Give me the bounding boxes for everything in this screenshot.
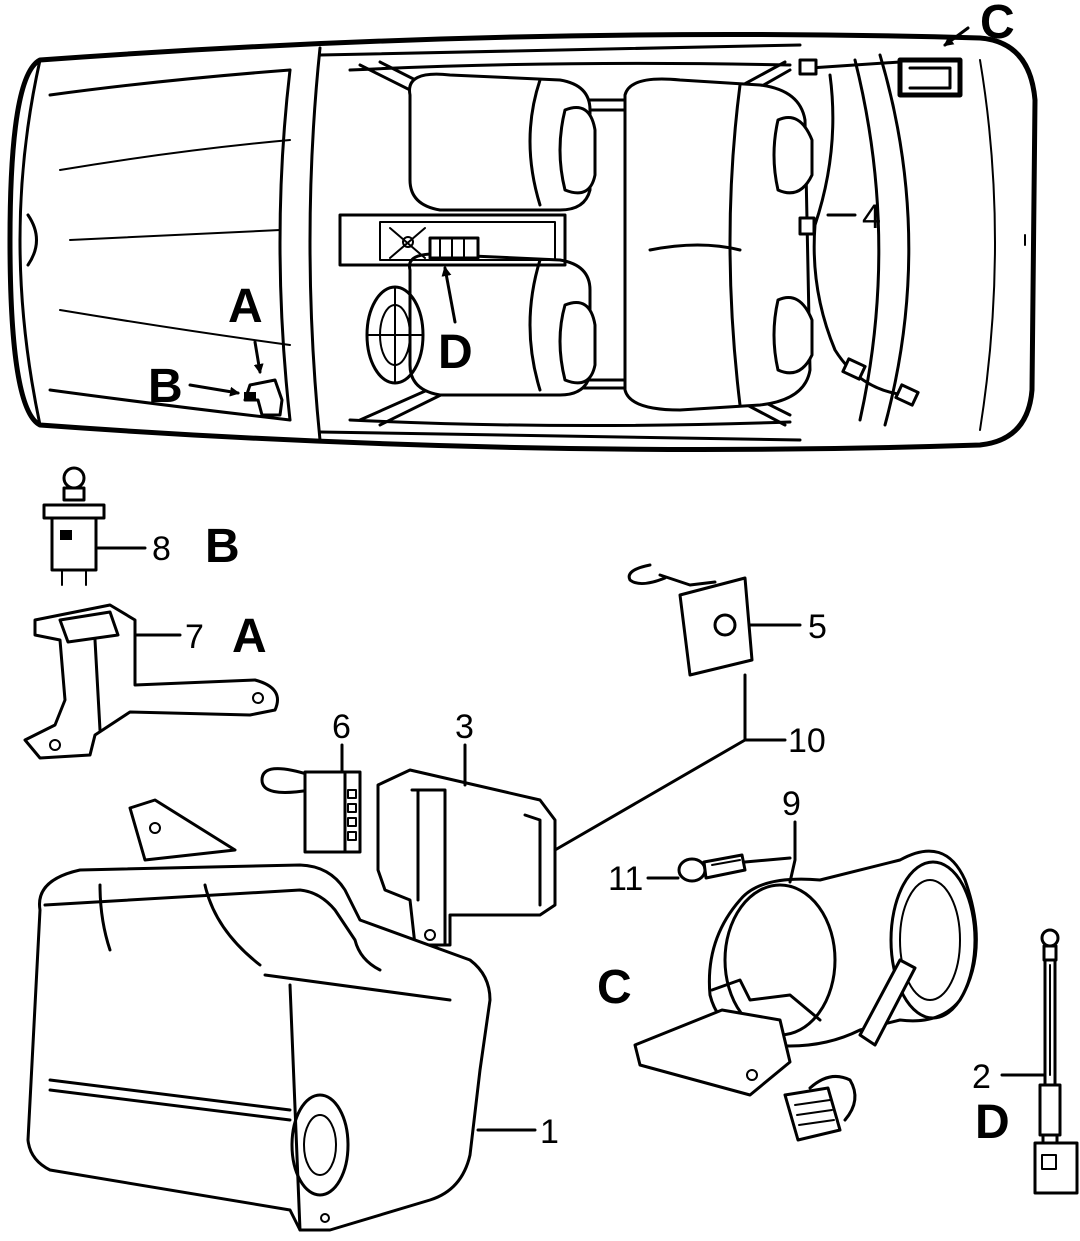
callout-8: 8 bbox=[152, 530, 171, 568]
location-label-d: D bbox=[438, 326, 473, 379]
callout-2: 2 bbox=[972, 1058, 991, 1096]
remote-transmitter-part-5 bbox=[627, 563, 802, 677]
bracket-part-7 bbox=[23, 603, 279, 760]
location-label-c: C bbox=[980, 0, 1015, 49]
callout-1: 1 bbox=[540, 1113, 559, 1151]
callout-4: 4 bbox=[862, 198, 881, 236]
siren-part-9 bbox=[633, 820, 978, 1142]
car-top-view bbox=[7, 26, 1038, 452]
part-location-a: A bbox=[232, 610, 267, 663]
part-location-d: D bbox=[975, 1096, 1010, 1149]
callout-5: 5 bbox=[808, 608, 827, 646]
connector-part-6 bbox=[260, 743, 362, 854]
location-label-a: A bbox=[228, 280, 263, 333]
callout-9: 9 bbox=[782, 785, 801, 823]
callout-10: 10 bbox=[788, 722, 826, 760]
part-location-c: C bbox=[597, 961, 632, 1014]
callout-6: 6 bbox=[332, 708, 351, 746]
location-label-b: B bbox=[148, 360, 183, 413]
key-part-11 bbox=[646, 853, 792, 883]
callout-3: 3 bbox=[455, 708, 474, 746]
callout-11: 11 bbox=[608, 860, 643, 898]
sensor-part-2 bbox=[1000, 928, 1079, 1195]
door-switch-part-8 bbox=[42, 466, 147, 586]
control-module-part-3 bbox=[376, 743, 557, 947]
cover-housing-part-1 bbox=[26, 798, 537, 1232]
callout-7: 7 bbox=[185, 618, 204, 656]
part-location-b: B bbox=[205, 520, 240, 573]
